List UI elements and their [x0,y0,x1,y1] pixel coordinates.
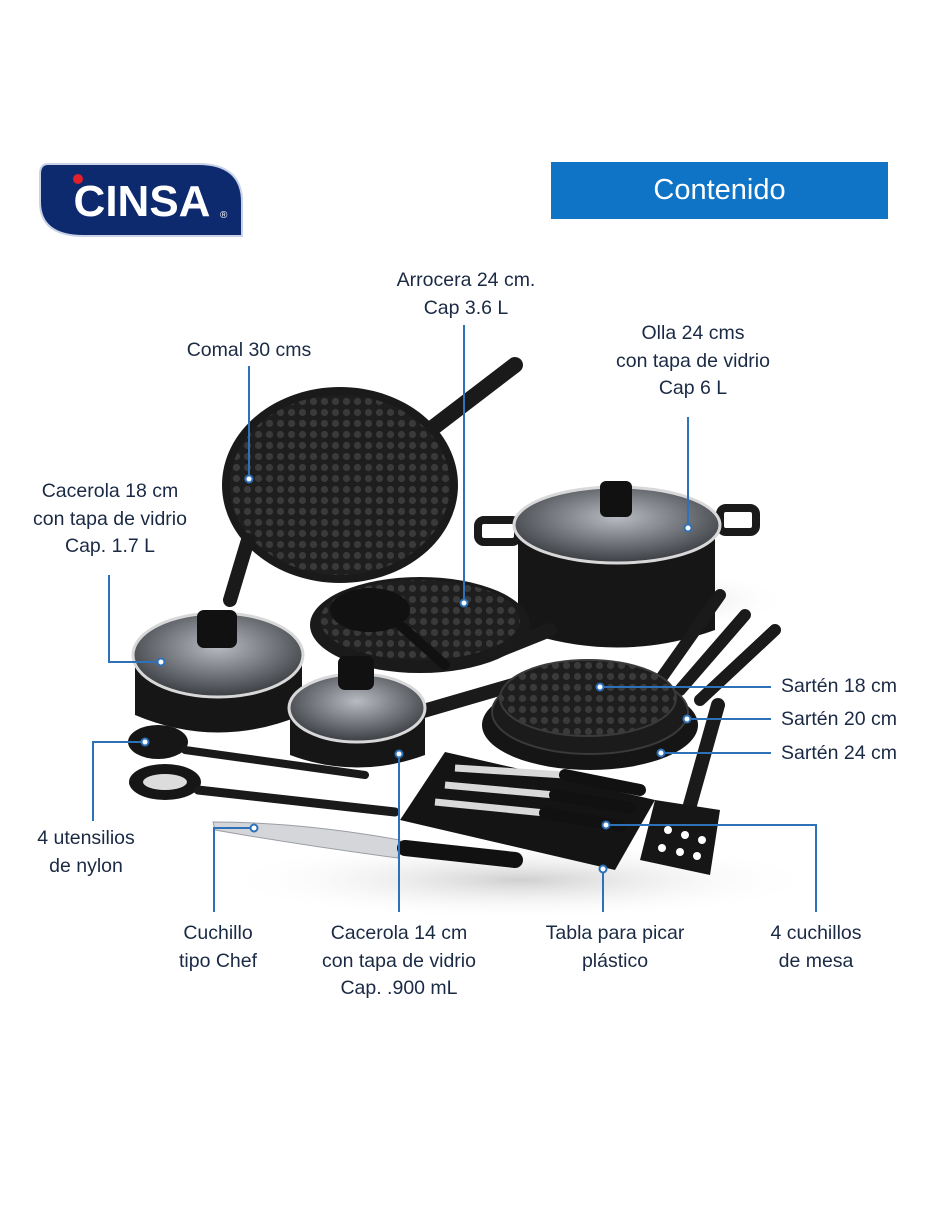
nylon-utensils [128,725,400,817]
brand-logo: CINSA ® [38,162,244,238]
label-sarten-18: Sartén 18 cm [781,675,897,697]
comal-pan [222,357,523,583]
header-title: Contenido [653,174,786,206]
logo-wordmark: CINSA [74,177,211,226]
sarten-stack [482,589,781,770]
olla-pot [474,481,760,648]
cacerola-14-pot [287,656,537,768]
cutting-board [400,752,655,870]
cinsa-logo-icon: CINSA ® [39,163,243,237]
cacerola-18-pot [131,533,305,733]
label-arrocera: Arrocera 24 cm.Cap 3.6 L [396,269,536,319]
label-comal: Comal 30 cms [186,339,312,361]
arrocera-pan [310,577,557,673]
label-sarten-24: Sartén 24 cm [781,742,897,764]
svg-text:®: ® [220,210,228,221]
contenido-header: Contenido [551,162,888,219]
label-sarten-20: Sartén 20 cm [781,708,897,730]
spatula-utensil [640,698,725,875]
